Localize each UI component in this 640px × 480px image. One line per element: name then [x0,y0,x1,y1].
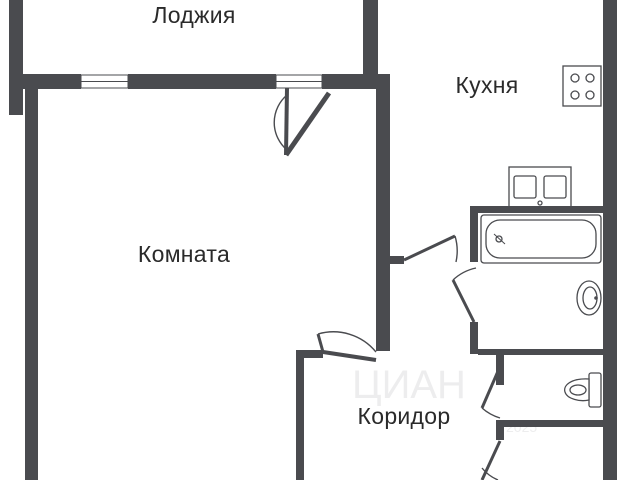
svg-text:ЦИАН: ЦИАН [352,363,466,407]
corridor-label: Коридор [358,403,451,429]
loggia-walls [9,0,390,115]
kitchen-label: Кухня [455,72,518,98]
loggia-window-left [80,74,129,89]
balcony-door [273,87,332,157]
corridor-door [480,440,502,480]
loggia-window-right [275,74,323,89]
room-door [296,331,377,480]
stove-icon [562,65,602,107]
toilet-icon [564,372,602,408]
kitchen-sink-icon [508,166,572,210]
kitchen-door [390,234,458,264]
bathtub-icon [480,214,602,264]
room-label: Комната [138,241,230,267]
loggia-label: Лоджия [152,2,235,28]
bathroom-door [451,267,477,323]
washbasin-icon [576,280,602,316]
room-walls [25,86,390,480]
bathroom-walls [470,206,608,355]
toilet-door [480,361,504,419]
kitchen-walls [603,0,617,480]
